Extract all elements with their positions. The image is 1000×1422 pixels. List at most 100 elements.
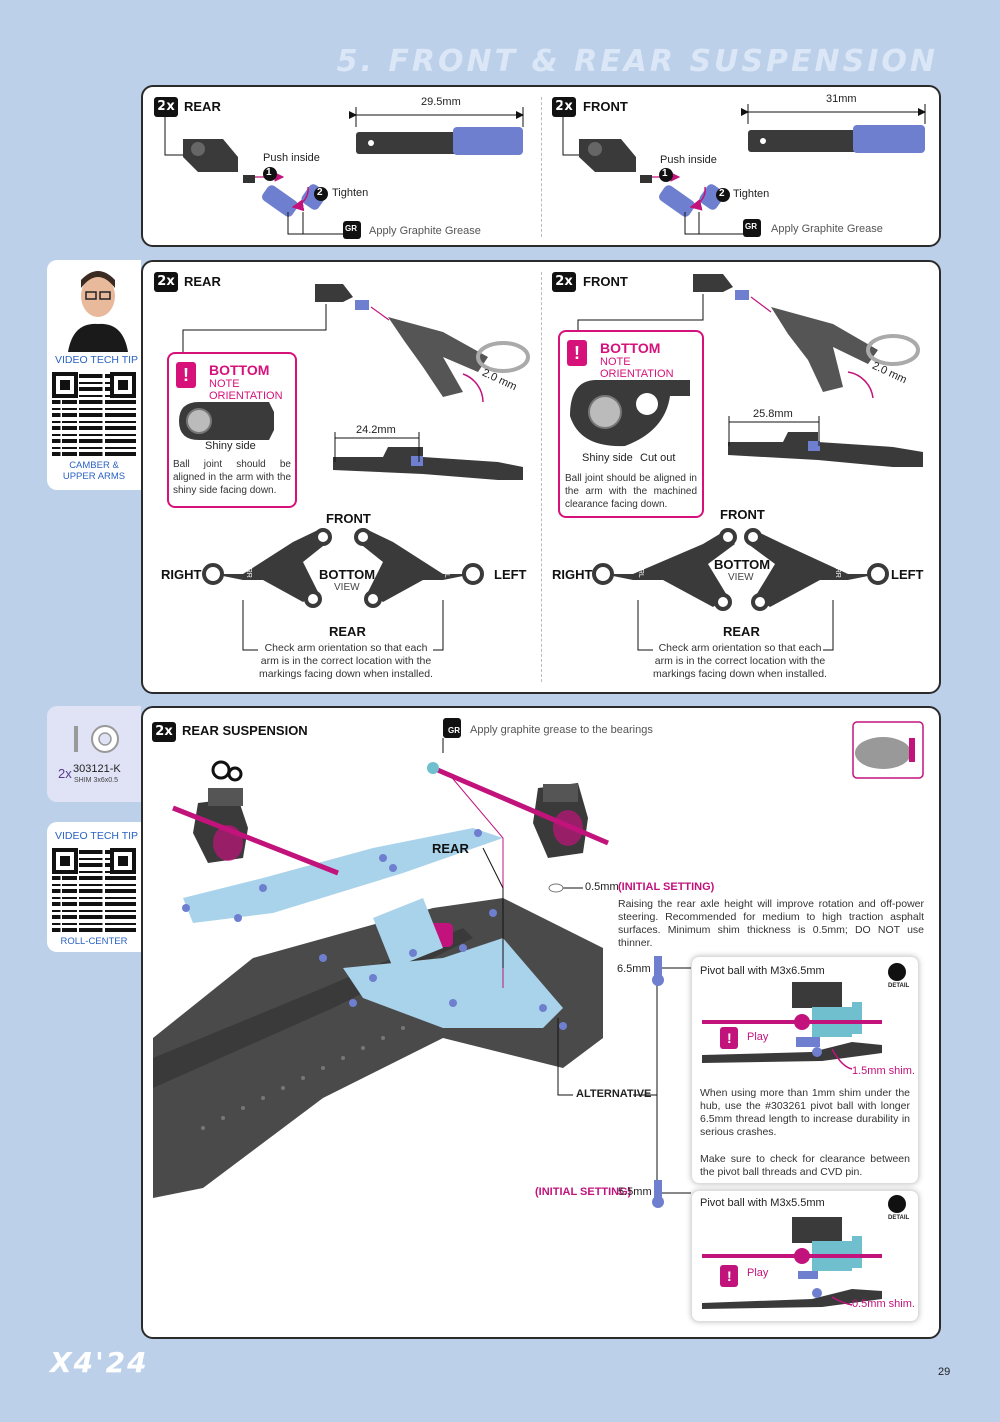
rear-heading: REAR <box>184 99 221 114</box>
chassis-rear-label: REAR <box>432 841 469 856</box>
detail2-play: Play <box>747 1267 769 1279</box>
rear-front-label: FRONT <box>326 511 371 526</box>
front-notice-sub: NOTE ORIENTATION <box>600 356 674 380</box>
rear-notice-text: Ball joint should be aligned in the arm … <box>173 459 291 496</box>
front-notice-text: Ball joint should be aligned in the arm … <box>565 473 697 510</box>
rear-bottom-notice: ! BOTTOM NOTE ORIENTATION Shiny side Bal… <box>167 352 297 508</box>
front-step1: 1 <box>662 168 668 179</box>
rear-susp-heading: REAR SUSPENSION <box>182 723 308 738</box>
rear-ball-joint <box>183 139 255 183</box>
front-count-badge: 2x <box>552 97 576 117</box>
front-notice-title: BOTTOM <box>600 340 661 356</box>
front-view-label: VIEW <box>728 572 754 583</box>
qr-code-roll-center[interactable] <box>52 848 136 932</box>
front-shiny-side: Shiny side <box>582 452 633 464</box>
parts-desc: SHIM 3x6x0.5 <box>74 777 118 784</box>
bearing-grease-note: Apply graphite grease to the bearings <box>470 724 653 736</box>
front-bottom-notice: ! BOTTOM NOTE ORIENTATION Shiny side Cut… <box>558 330 704 518</box>
top-panel: 2x REAR 2x FRONT <box>141 85 941 247</box>
parts-count: 2x <box>58 766 72 781</box>
detail1-play: Play <box>747 1031 769 1043</box>
model-logo: X4'24 <box>50 1346 149 1379</box>
front-ball-joint <box>579 139 652 183</box>
rear-notice-sub: NOTE ORIENTATION <box>209 378 283 402</box>
detail-box-5-5: Pivot ball with M3x5.5mm DETAIL ! Play 0… <box>691 1190 919 1322</box>
arms-diagrams <box>182 274 923 651</box>
arms-front-count: 2x <box>552 272 576 292</box>
detail2-icon-label: DETAIL <box>888 1215 910 1221</box>
qr-code-camber[interactable] <box>52 372 136 456</box>
front-arm-marking-right: FL-RR <box>833 557 841 578</box>
arms-divider <box>541 272 542 682</box>
rear-tighten: Tighten <box>332 187 369 199</box>
front-tighten: Tighten <box>733 188 770 200</box>
video-tip-camber[interactable]: VIDEO TECH TIP CAMBER & UPPER ARMS <box>47 260 141 490</box>
rear-count-badge: 2x <box>154 97 178 117</box>
video-caption-camber: CAMBER & UPPER ARMS <box>62 460 126 482</box>
video-tip-roll-center[interactable]: VIDEO TECH TIP ROLL-CENTER <box>47 822 141 952</box>
chassis-holes <box>201 1016 425 1130</box>
detail1-title: Pivot ball with M3x6.5mm <box>700 965 825 977</box>
shim-initial-setting: (INITIAL SETTING) <box>618 881 715 893</box>
page-number: 29 <box>938 1366 951 1378</box>
rear-gr-icon: GR <box>345 224 357 233</box>
front-arm-marking-left: FR-RL <box>636 557 644 578</box>
shim-icon <box>74 725 119 753</box>
shim-explanation: Raising the rear axle height will improv… <box>618 898 924 949</box>
front-heading: FRONT <box>583 99 628 114</box>
warning-icon-front: ! <box>567 340 587 366</box>
arms-rear-heading: REAR <box>184 274 221 289</box>
alternative-label: ALTERNATIVE <box>576 1088 652 1100</box>
rear-view-label: VIEW <box>334 582 360 593</box>
rear-right-label: RIGHT <box>161 567 202 582</box>
rear-suspension-diagram <box>153 718 924 1208</box>
arms-front-heading: FRONT <box>583 274 628 289</box>
front-cut-out: Cut out <box>640 452 676 464</box>
detail1-warning: ! <box>727 1030 732 1046</box>
front-rear-label: REAR <box>723 624 760 639</box>
shim-size: 0.5mm <box>585 881 619 893</box>
parts-code: 303121-K <box>73 763 121 775</box>
rear-bottom-label: BOTTOM <box>319 567 376 582</box>
front-step2: 2 <box>719 188 725 199</box>
initial-length: 5.5mm <box>618 1186 652 1198</box>
front-arm-length: 25.8mm <box>753 408 793 420</box>
rear-susp-count: 2x <box>152 722 176 742</box>
detail2-shim: 0.5mm shim. <box>852 1298 915 1310</box>
video-tip-label-2: VIDEO TECH TIP <box>55 830 139 842</box>
front-front-label: FRONT <box>720 507 765 522</box>
presenter-photo <box>63 262 133 352</box>
parts-box: 2x 303121-K SHIM 3x6x0.5 <box>47 706 141 802</box>
front-bottom-label: BOTTOM <box>714 557 771 572</box>
initial-setting-label: (INITIAL SETTING) <box>535 1186 632 1198</box>
front-check-text: Check arm orientation so that each arm i… <box>653 642 827 680</box>
warning-icon: ! <box>176 362 196 388</box>
detail1-icon-label: DETAIL <box>888 983 910 989</box>
detail1-illustration <box>702 963 906 1070</box>
panel-divider <box>541 97 542 237</box>
pivot-ball-6-5 <box>652 956 664 986</box>
rear-arm-marking-left: FL-RR <box>244 557 252 578</box>
rear-ball-joint-closeup <box>179 402 274 440</box>
rear-grease-note: Apply Graphite Grease <box>369 225 481 237</box>
rear-suspension-panel: 2x REAR SUSPENSION <box>141 706 941 1339</box>
rear-arm-length: 24.2mm <box>356 424 396 436</box>
alternative-length: 6.5mm <box>617 963 651 975</box>
front-assembled-part <box>748 125 925 153</box>
video-caption-roll-center: ROLL-CENTER <box>60 936 128 947</box>
detail1-text2: Make sure to check for clearance between… <box>700 1153 910 1178</box>
front-push-inside: Push inside <box>660 154 717 166</box>
rear-left-label: LEFT <box>494 567 527 582</box>
detail2-illustration <box>702 1195 906 1309</box>
front-ball-joint-closeup <box>570 380 690 447</box>
rear-arm-marking-right: FR-RL <box>442 557 450 578</box>
video-tip-label-1: VIDEO TECH TIP <box>55 354 139 366</box>
rear-shiny-side: Shiny side <box>205 440 256 452</box>
grease-gr-icon: GR <box>448 726 460 735</box>
pivot-ball-5-5 <box>652 1180 664 1208</box>
front-grease-note: Apply Graphite Grease <box>771 223 883 235</box>
detail1-text1: When using more than 1mm shim under the … <box>700 1087 910 1138</box>
rear-check-text: Check arm orientation so that each arm i… <box>259 642 433 680</box>
rear-length: 29.5mm <box>421 96 461 108</box>
detail-box-6-5: Pivot ball with M3x6.5mm DETAIL ! Play 1… <box>691 956 919 1184</box>
